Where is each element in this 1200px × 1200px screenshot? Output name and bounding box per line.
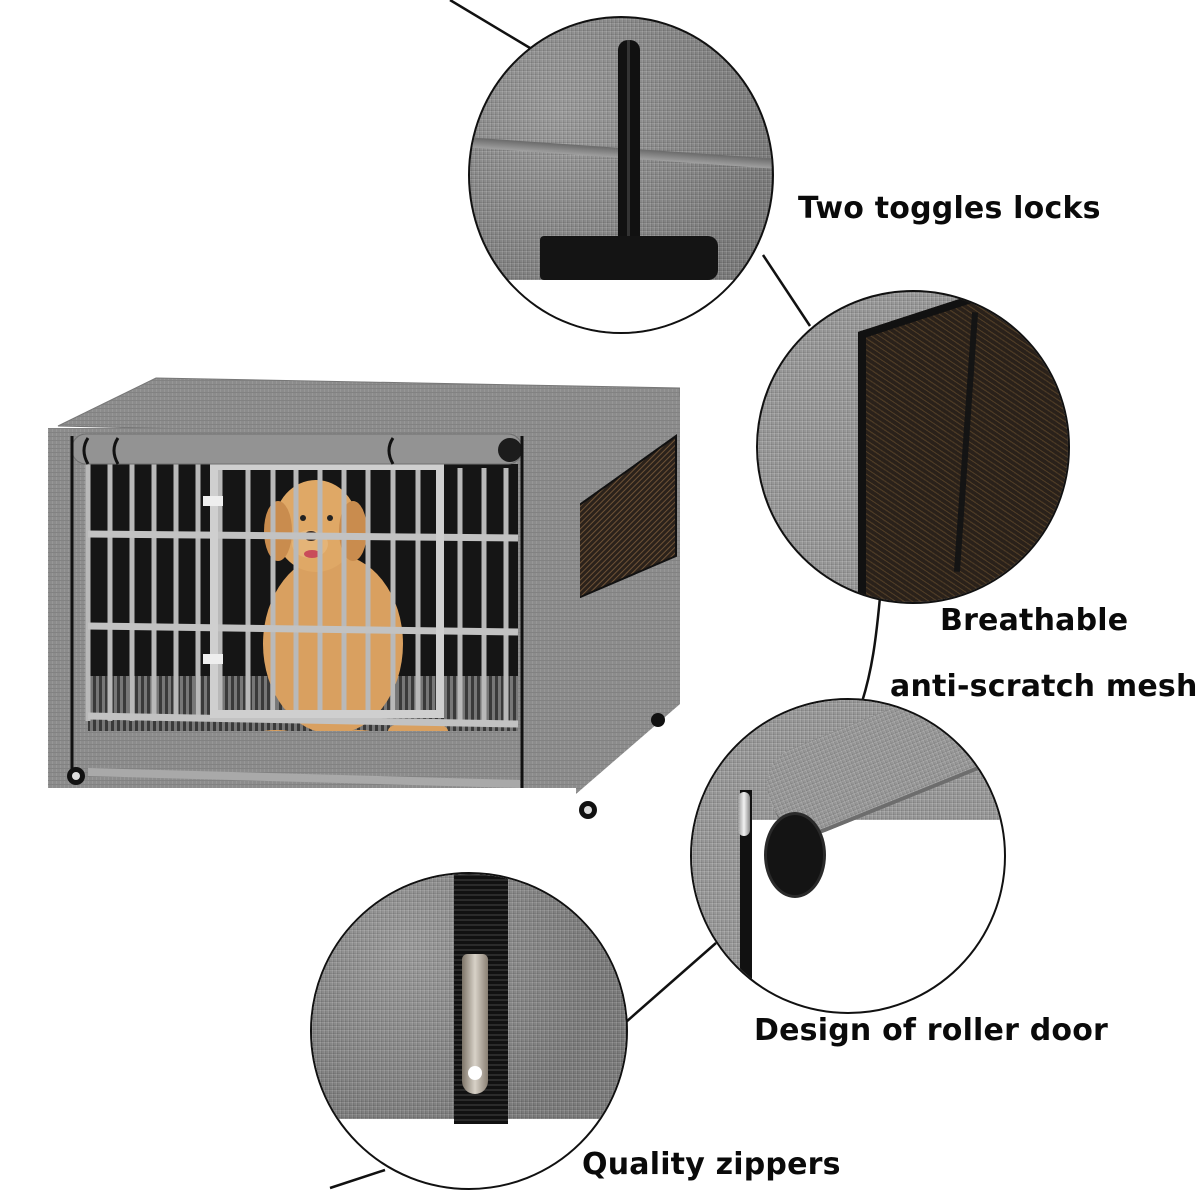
detail-circle-mesh [756,290,1070,604]
zipper-tape [740,790,752,990]
caption-toggle-locks: Two toggles locks [798,191,1101,226]
roll-end [764,812,826,898]
elastic-cord [618,40,640,245]
covered-crate-illustration [48,377,681,819]
toggle-lock-icon [540,236,718,280]
detail-circle-zippers [310,872,628,1190]
caption-zippers: Quality zippers [582,1147,841,1182]
detail-circle-roller-door [690,698,1006,1014]
caster-wheels [67,713,665,819]
caption-mesh-line2: anti-scratch mesh [890,669,1198,704]
crate-product-image [48,376,681,826]
white-bottom [470,280,772,332]
roller-door-icon [738,792,750,836]
caption-mesh-line1: Breathable [940,603,1129,638]
zipper-pull-hole [468,1066,482,1080]
detail-circle-toggle-locks [468,16,774,334]
caption-roller-door: Design of roller door [754,1013,1109,1048]
